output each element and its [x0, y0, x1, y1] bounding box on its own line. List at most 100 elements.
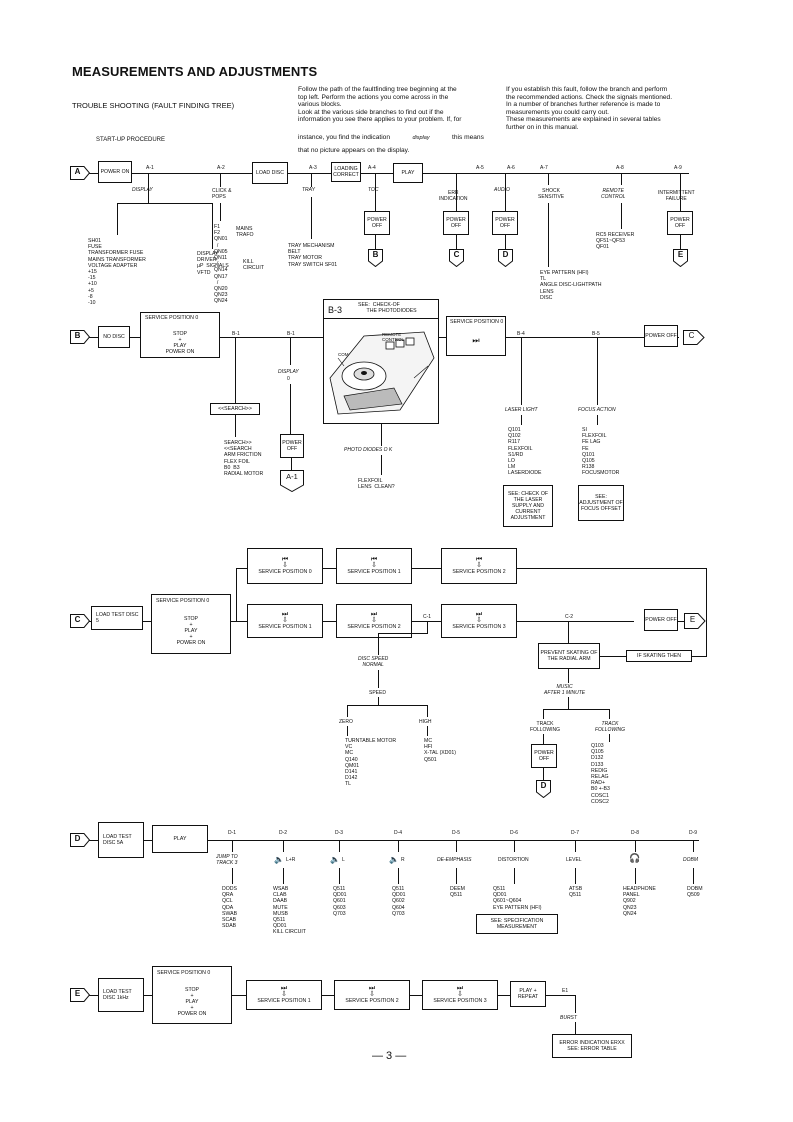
b5-label: B-5 — [592, 331, 600, 337]
photo-diodes-ok: PHOTO DIODES O K — [344, 447, 393, 453]
track-list: Q103 Q105 D132 D133 REDIG RELAG RAD+ B0 … — [591, 743, 610, 805]
e-sp2: ⏭⇩SERVICE POSITION 2 — [334, 980, 410, 1010]
speaker-icon-lr: 🔈 — [274, 855, 284, 864]
row-tag-b: B — [70, 330, 90, 344]
c-service-label: SERVICE POSITION 0 — [156, 598, 210, 604]
intro-left: Follow the path of the faultfinding tree… — [298, 86, 462, 124]
a8-drop — [621, 173, 622, 185]
a6-audio-burst: AUDIO — [494, 187, 510, 193]
a9-to-e — [680, 235, 681, 249]
service-pos0-box-b2: SERVICE POSITION 0 ⏭ — [446, 316, 506, 356]
a1-split — [117, 203, 213, 204]
cd-mechanism-illustration — [329, 331, 435, 415]
a3-drop — [311, 173, 312, 187]
c1-elbow — [378, 633, 428, 634]
d8-drop — [635, 840, 636, 852]
skating-link — [600, 656, 626, 657]
d1-jump: JUMP TO TRACK 3 — [216, 854, 238, 866]
focus-action-burst: FOCUS ACTION — [578, 407, 616, 413]
intro-right: If you establish this fault, follow the … — [506, 86, 673, 131]
startup-label: START-UP PROCEDURE — [96, 137, 166, 143]
a1-left-drop — [117, 203, 118, 235]
d4-drop-2 — [398, 868, 399, 884]
music-after-minute: MUSIC AFTER 1 MINUTE — [544, 684, 586, 696]
speaker-icon-l: 🔈 — [330, 855, 340, 864]
display-burst-b: DISPLAY — [278, 369, 299, 375]
d1-list: DODS QRA QCL QDA SWAB SCAB SDAB — [222, 886, 238, 930]
tag-down-b-label: B — [372, 250, 379, 259]
zero-label: ZERO — [339, 719, 353, 725]
page-number: — 3 — — [372, 1050, 407, 1062]
c-sp-poweron: POWER ON — [176, 640, 206, 646]
a3-list: TRAY MECHANISM BELT TRAY MOTOR TRAY SWIT… — [288, 243, 338, 268]
power-on-box: POWER ON — [98, 161, 132, 183]
tag-down-d2-label: D — [540, 781, 547, 790]
track-ok-drop-2 — [543, 734, 544, 744]
a7-drop — [548, 173, 549, 185]
a6-drop — [505, 173, 506, 211]
c-bot-sp2: ⏭⇩SERVICE POSITION 2 — [336, 604, 412, 638]
search-drop — [235, 415, 236, 437]
a6-label: A-6 — [507, 165, 515, 171]
c-to-d — [543, 768, 544, 780]
d8-list: HEADPHONE PANEL Q902 QN23 QN24 — [623, 886, 656, 917]
a3-drop-2 — [311, 197, 312, 239]
speed-drop — [378, 697, 379, 705]
e-play-repeat: PLAY + REPEAT — [510, 981, 546, 1007]
skip-icon: ⏭ — [280, 985, 288, 992]
c1-drop-2 — [378, 670, 379, 688]
e-sp-poweron: POWER ON — [177, 1011, 207, 1017]
service-pos0-box-e: SERVICE POSITION 0 STOP + PLAY + POWER O… — [152, 966, 232, 1024]
d1-drop — [232, 840, 233, 852]
a1-right-drop — [212, 203, 213, 249]
load-test-disc5-box: LOAD TEST DISC 5 — [91, 606, 143, 630]
tag-down-e-label: E — [677, 250, 684, 259]
e-sp3: ⏭⇩SERVICE POSITION 3 — [422, 980, 498, 1010]
skip-icon: ⏭ — [456, 985, 464, 992]
a9-intermittent: INTERMITTENT FAILURE — [658, 190, 695, 202]
no-disc-box: NO DISC — [98, 326, 130, 348]
focus-see-box: SEE: ADJUSTMENT OF FOCUS OFFSET — [578, 485, 624, 521]
e1-label: E1 — [562, 988, 569, 994]
row-tag-c: C — [70, 614, 90, 628]
b3-label: B-3 — [328, 305, 343, 315]
tag-down-d-label: D — [502, 250, 509, 259]
a7-drop-2 — [548, 203, 549, 267]
a7-label: A-7 — [540, 165, 548, 171]
a8-label: A-8 — [616, 165, 624, 171]
zero-list: TURNTABLE MOTOR VC MC Q140 QM01 D141 D14… — [345, 738, 397, 788]
c-sp-play: PLAY — [184, 628, 198, 634]
a7-shock-sensitive: SHOCK SENSITIVE — [538, 188, 565, 200]
prev-icon: ⏮ — [475, 556, 483, 563]
d5-deemphasis: DE-EMPHASIS — [437, 857, 472, 863]
tag-next-c-label: C — [688, 331, 695, 340]
b1b-label: B-1 — [287, 331, 295, 337]
d4-drop — [398, 840, 399, 852]
c1-label: C-1 — [423, 614, 432, 620]
intro-text-c: this means — [452, 134, 484, 141]
c1-up — [427, 621, 428, 633]
track-split — [543, 709, 610, 710]
d6-drop — [514, 840, 515, 852]
ref-a1-label: A-1 — [286, 472, 298, 481]
e-sp1: ⏭⇩SERVICE POSITION 1 — [246, 980, 322, 1010]
d2-drop — [283, 840, 284, 852]
focus-list: SI FLEXFOIL FE LAG FE Q101 Q105 R138 FOC… — [582, 427, 620, 477]
prev-icon: ⏮ — [370, 556, 378, 563]
a1-label: A-1 — [146, 165, 154, 171]
b3-remote: REMOTE CONTROL — [382, 332, 405, 342]
tag-down-d — [498, 249, 513, 267]
e1-drop-2 — [575, 1022, 576, 1034]
a8-remote-burst: REMOTE CONTROL — [601, 188, 626, 200]
a5-err-indication: ERR INDICATION — [439, 190, 468, 202]
c-top-sp0-label: SERVICE POSITION 0 — [258, 569, 312, 575]
intro-text-a: instance, you find the indication — [298, 134, 391, 141]
laser-see-box: SEE: CHECK OF THE LASER SUPPLY AND CURRE… — [503, 485, 553, 527]
a9-drop — [680, 173, 681, 211]
laser-list: Q101 Q102 R117 FLEXFOIL S1/RD LO LM LASE… — [508, 427, 542, 477]
e-sp-plus: + — [190, 993, 194, 999]
a4-toc-burst: TOC — [368, 187, 379, 193]
d9-dobm: DOBM — [683, 857, 698, 863]
a5-drop — [456, 173, 457, 211]
